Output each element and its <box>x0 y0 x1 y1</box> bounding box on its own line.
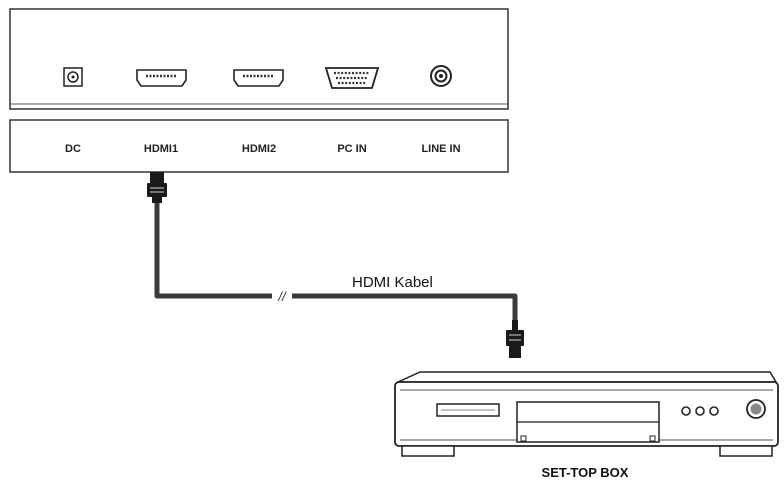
dc-port-icon <box>63 67 83 87</box>
port-label-hdmi1: HDMI1 <box>144 143 178 155</box>
stb-foot-left <box>401 445 455 457</box>
stb-button-3 <box>709 406 719 416</box>
hdmi2-port-icon <box>233 69 284 87</box>
hdmi-plug-top-icon <box>147 172 167 203</box>
port-label-pc-in: PC IN <box>337 143 366 155</box>
cable-segment-left <box>154 203 272 299</box>
port-label-hdmi2: HDMI2 <box>242 143 276 155</box>
panel-port-housing <box>9 8 509 110</box>
stb-button-1 <box>681 406 691 416</box>
audio-jack-icon <box>430 65 452 87</box>
panel-label-strip <box>9 119 509 173</box>
hdmi1-port-icon <box>136 69 187 87</box>
stb-top-face <box>397 371 778 383</box>
port-label-dc: DC <box>65 143 81 155</box>
vga-port-icon <box>324 67 380 89</box>
cable-label: HDMI Kabel <box>352 274 433 291</box>
stb-button-2 <box>695 406 705 416</box>
set-top-box: SET-TOP BOX <box>394 371 779 480</box>
port-label-line-in: LINE IN <box>421 143 460 155</box>
cable-break-mark: // <box>277 289 287 304</box>
device-label: SET-TOP BOX <box>542 465 629 480</box>
cable-segment-right <box>292 293 518 320</box>
tv-rear-panel: DC HDMI1 HDMI2 PC IN LINE IN <box>9 8 509 173</box>
hdmi-cable: // HDMI Kabel <box>147 172 524 358</box>
stb-foot-right <box>719 445 773 457</box>
hdmi-plug-bottom-icon <box>506 320 524 358</box>
